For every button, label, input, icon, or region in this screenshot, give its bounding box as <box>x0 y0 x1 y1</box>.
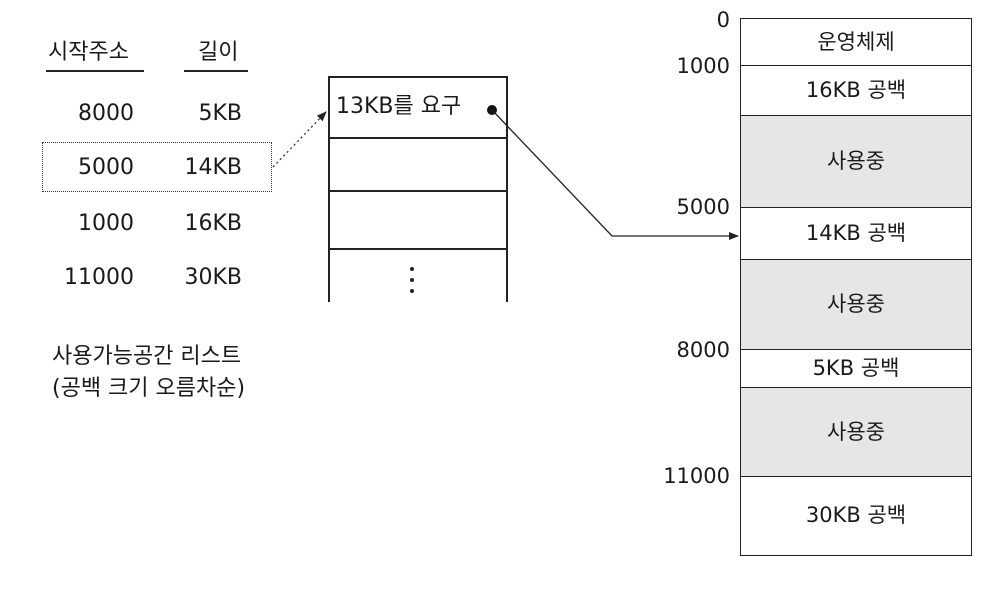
address-label: 5000 <box>676 195 730 219</box>
memory-block-free: 5KB 공백 <box>740 348 972 389</box>
free-list-start-address: 1000 <box>78 211 134 236</box>
more-requests-ellipsis <box>410 267 414 293</box>
start-address-header: 시작주소 <box>48 40 129 65</box>
free-list-size: 30KB <box>184 265 242 290</box>
queue-divider <box>328 248 507 250</box>
memory-block-in-use: 사용중 <box>740 259 972 350</box>
free-list-start-address: 11000 <box>64 265 134 290</box>
length-header: 길이 <box>198 40 239 65</box>
queue-left-border <box>328 76 330 302</box>
queue-divider <box>328 190 507 192</box>
address-label: 1000 <box>676 54 730 78</box>
memory-block-operating-system: 운영체제 <box>740 18 972 66</box>
free-list-caption: 사용가능공간 리스트 <box>52 344 242 369</box>
address-label: 8000 <box>676 338 730 362</box>
queue-top-border <box>328 76 507 78</box>
memory-block-in-use: 사용중 <box>740 115 972 208</box>
free-list-start-address: 5000 <box>78 155 134 180</box>
selected-free-block-highlight <box>42 142 272 192</box>
memory-block-in-use: 사용중 <box>740 387 972 477</box>
free-list-size: 14KB <box>184 155 242 180</box>
address-label: 0 <box>716 8 730 32</box>
memory-block-free: 16KB 공백 <box>740 64 972 117</box>
start-address-header-underline <box>46 70 144 72</box>
free-list-size: 16KB <box>184 211 242 236</box>
dotted-pointer-arrow <box>272 111 327 168</box>
request-entry-label: 13KB를 요구 <box>336 94 462 119</box>
free-list-size: 5KB <box>198 101 242 126</box>
length-header-underline <box>184 70 248 72</box>
address-label: 11000 <box>663 464 730 488</box>
queue-right-border <box>506 76 508 302</box>
request-dot <box>487 105 497 115</box>
queue-divider <box>328 137 507 139</box>
memory-block-free: 30KB 공백 <box>740 475 972 556</box>
free-list-caption-sort-note: (공백 크기 오름차순) <box>52 376 246 401</box>
free-list-start-address: 8000 <box>78 101 134 126</box>
memory-block-free-selected: 14KB 공백 <box>740 206 972 261</box>
